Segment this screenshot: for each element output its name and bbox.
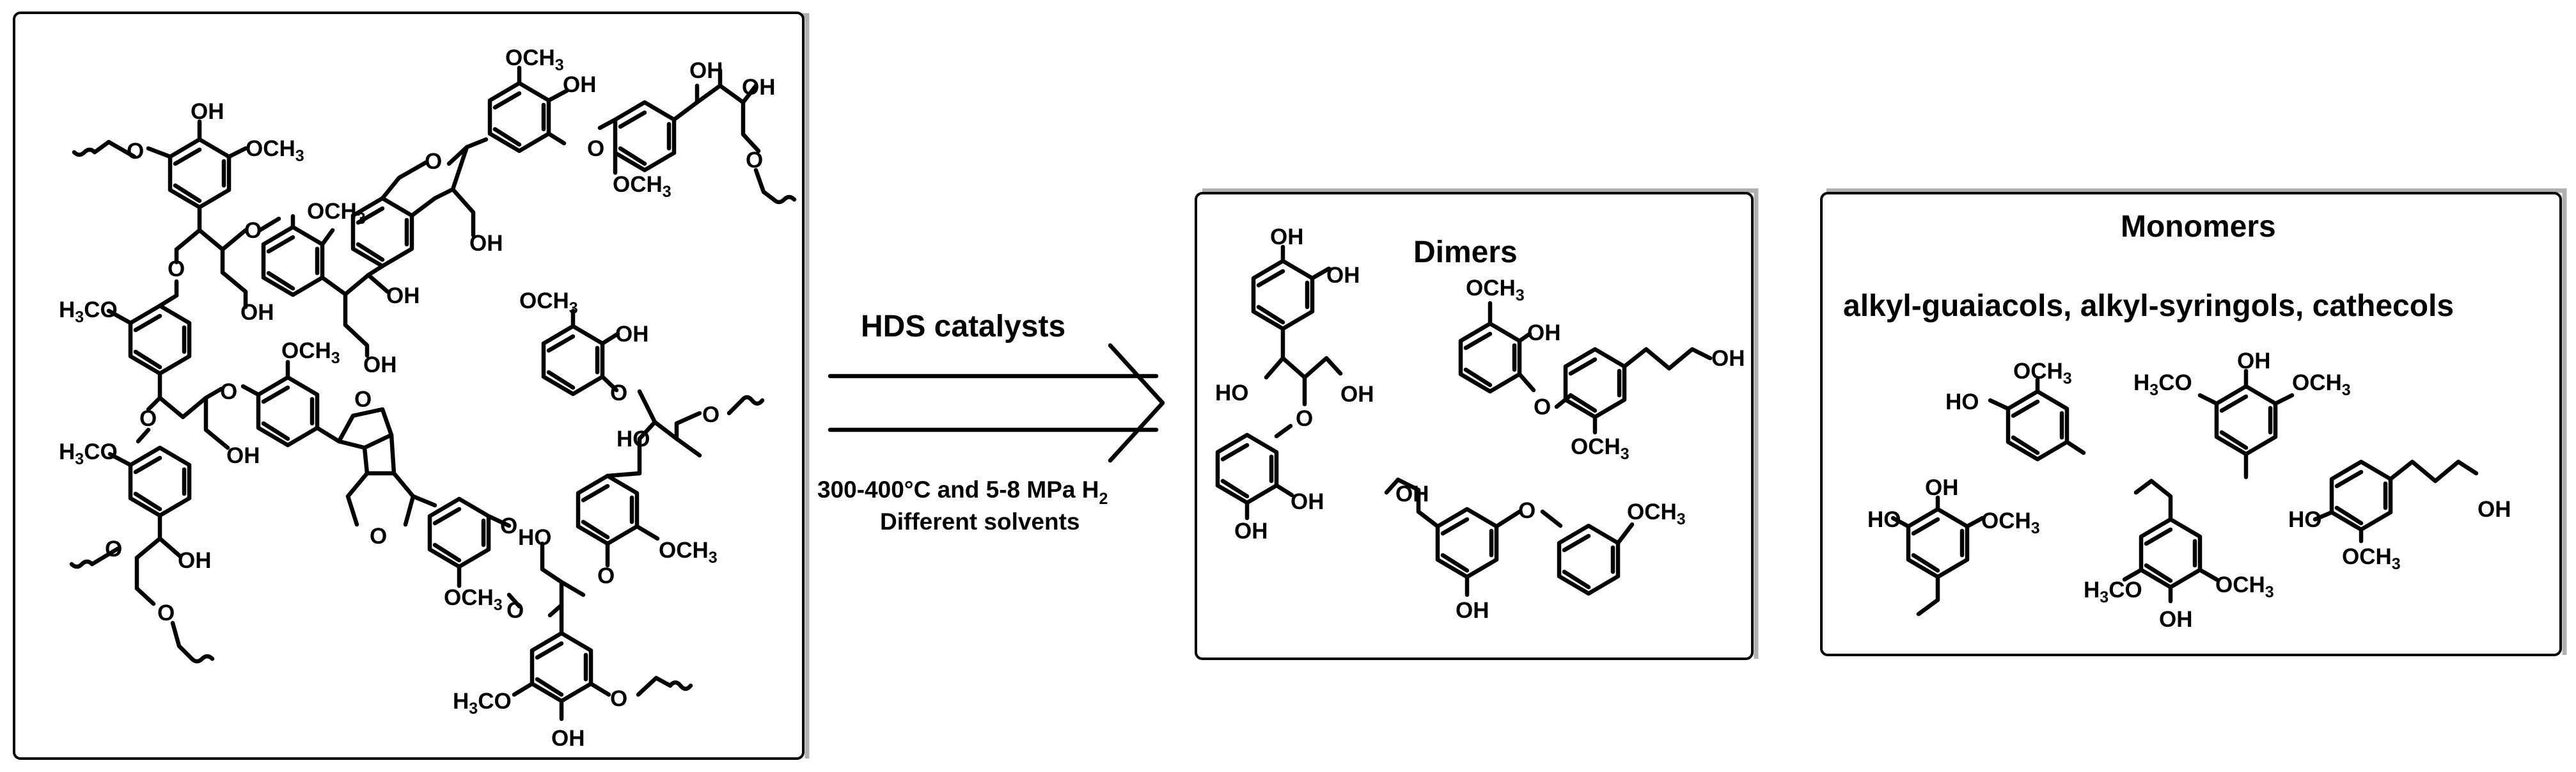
svg-text:OH: OH: [363, 352, 397, 377]
dimer-4-o-5-propanol: OCH3 OH O OCH3 OH: [1458, 276, 1745, 463]
monomer-propylsyringol: H3CO OCH3 OH: [2084, 478, 2274, 632]
svg-text:H3CO: H3CO: [59, 297, 118, 326]
conditions-solvents: Different solvents: [880, 508, 1080, 535]
svg-text:O: O: [244, 218, 262, 243]
svg-text:OCH3: OCH3: [659, 538, 718, 567]
svg-text:H3CO: H3CO: [2084, 578, 2142, 606]
svg-text:OCH3: OCH3: [246, 136, 304, 165]
catalyst-label: HDS catalysts: [861, 310, 1065, 343]
svg-text:OH: OH: [563, 72, 597, 97]
svg-text:O: O: [127, 139, 144, 164]
svg-text:O: O: [168, 256, 185, 281]
svg-text:OCH3: OCH3: [307, 199, 366, 228]
svg-text:O: O: [507, 598, 524, 623]
svg-text:O: O: [1534, 395, 1551, 420]
svg-text:OH: OH: [1270, 225, 1304, 249]
svg-text:OH: OH: [1326, 263, 1360, 288]
svg-text:OCH3: OCH3: [613, 172, 671, 201]
svg-text:O: O: [220, 379, 237, 404]
monomers-subtitle: alkyl-guaiacols, alkyl-syringols, cathec…: [1843, 289, 2454, 323]
svg-text:O: O: [370, 524, 387, 549]
svg-text:HO: HO: [1215, 381, 1249, 406]
svg-text:OH: OH: [1340, 382, 1374, 407]
lignin-atom-labels: OH OCH3 O O O OH OCH3 OH OH O OH OCH3 OH…: [59, 45, 776, 751]
conditions-temperature-pressure: 300-400°C and 5-8 MPa H2: [817, 477, 1108, 508]
svg-text:OCH3: OCH3: [505, 45, 564, 74]
svg-text:OCH3: OCH3: [2215, 572, 2274, 601]
svg-text:OCH3: OCH3: [1627, 500, 1686, 528]
svg-text:O: O: [746, 148, 763, 173]
svg-text:OH: OH: [2159, 607, 2193, 632]
svg-text:OH: OH: [1527, 320, 1561, 345]
monomer-ethylmethoxycatechol: HO OH OCH3: [1867, 475, 2040, 617]
svg-text:O: O: [1296, 406, 1313, 431]
svg-text:O: O: [500, 514, 517, 539]
monomer-dihydroconiferyl-alcohol: HO OH OCH3: [2288, 459, 2511, 573]
svg-text:OH: OH: [1456, 598, 1489, 623]
svg-text:OCH3: OCH3: [519, 288, 578, 317]
svg-text:OH: OH: [742, 75, 776, 100]
svg-text:OH: OH: [1291, 489, 1324, 514]
svg-text:HO: HO: [1945, 390, 1979, 414]
svg-text:HO: HO: [518, 525, 552, 550]
svg-text:OH: OH: [615, 322, 649, 347]
svg-text:O: O: [702, 402, 719, 427]
monomers-title: Monomers: [2121, 210, 2276, 244]
svg-text:OCH3: OCH3: [1466, 276, 1525, 304]
svg-text:O: O: [425, 149, 442, 174]
svg-text:H3CO: H3CO: [2133, 370, 2192, 399]
svg-text:O: O: [139, 406, 157, 431]
svg-text:H3CO: H3CO: [59, 439, 118, 468]
svg-text:OH: OH: [191, 99, 224, 124]
svg-text:O: O: [587, 136, 604, 161]
svg-text:OH: OH: [178, 548, 212, 573]
svg-text:OCH3: OCH3: [2292, 370, 2351, 399]
svg-text:O: O: [354, 387, 372, 412]
lignin-structure: [69, 65, 797, 721]
svg-text:OH: OH: [1395, 482, 1429, 507]
svg-text:O: O: [1518, 498, 1535, 523]
svg-text:O: O: [597, 563, 615, 588]
svg-text:HO: HO: [2288, 507, 2322, 532]
svg-text:OH: OH: [2237, 349, 2271, 374]
svg-text:OH: OH: [2478, 497, 2511, 522]
svg-text:O: O: [610, 381, 627, 406]
svg-text:OH: OH: [551, 726, 585, 751]
svg-text:OCH3: OCH3: [2013, 359, 2072, 388]
lignin-panel: [13, 12, 810, 760]
svg-text:OH: OH: [1711, 346, 1745, 371]
svg-text:OCH3: OCH3: [1981, 508, 2040, 537]
svg-text:OCH3: OCH3: [2342, 544, 2401, 573]
monomer-methylguaiacol: HO OCH3: [1945, 359, 2086, 462]
svg-text:HO: HO: [617, 427, 650, 452]
svg-text:OCH3: OCH3: [1571, 434, 1630, 463]
monomers-panel: [1820, 188, 2567, 656]
svg-text:OH: OH: [689, 58, 723, 83]
svg-text:HO: HO: [1867, 507, 1901, 532]
dimer-5-5-ether-ethanol: OH O OCH3 OH: [1384, 477, 1686, 623]
svg-text:OH: OH: [1925, 475, 1959, 500]
dimers-title: Dimers: [1413, 235, 1518, 269]
svg-text:H3CO: H3CO: [453, 689, 512, 718]
monomer-methylsyringol: OH H3CO OCH3: [2133, 349, 2351, 480]
dimer-guaiacylglycerol-catechol-ether: OH OH HO OH O OH OH: [1215, 225, 1374, 544]
svg-text:OCH3: OCH3: [281, 338, 340, 367]
svg-text:OH: OH: [226, 443, 260, 468]
svg-text:O: O: [105, 537, 122, 562]
svg-text:OH: OH: [469, 231, 503, 256]
svg-text:O: O: [157, 601, 175, 626]
svg-text:OCH3: OCH3: [444, 585, 503, 614]
reaction-arrow: [828, 343, 1165, 463]
svg-text:OH: OH: [386, 283, 420, 308]
svg-text:OH: OH: [240, 300, 274, 325]
svg-text:OH: OH: [1234, 519, 1268, 544]
svg-text:O: O: [610, 686, 627, 711]
